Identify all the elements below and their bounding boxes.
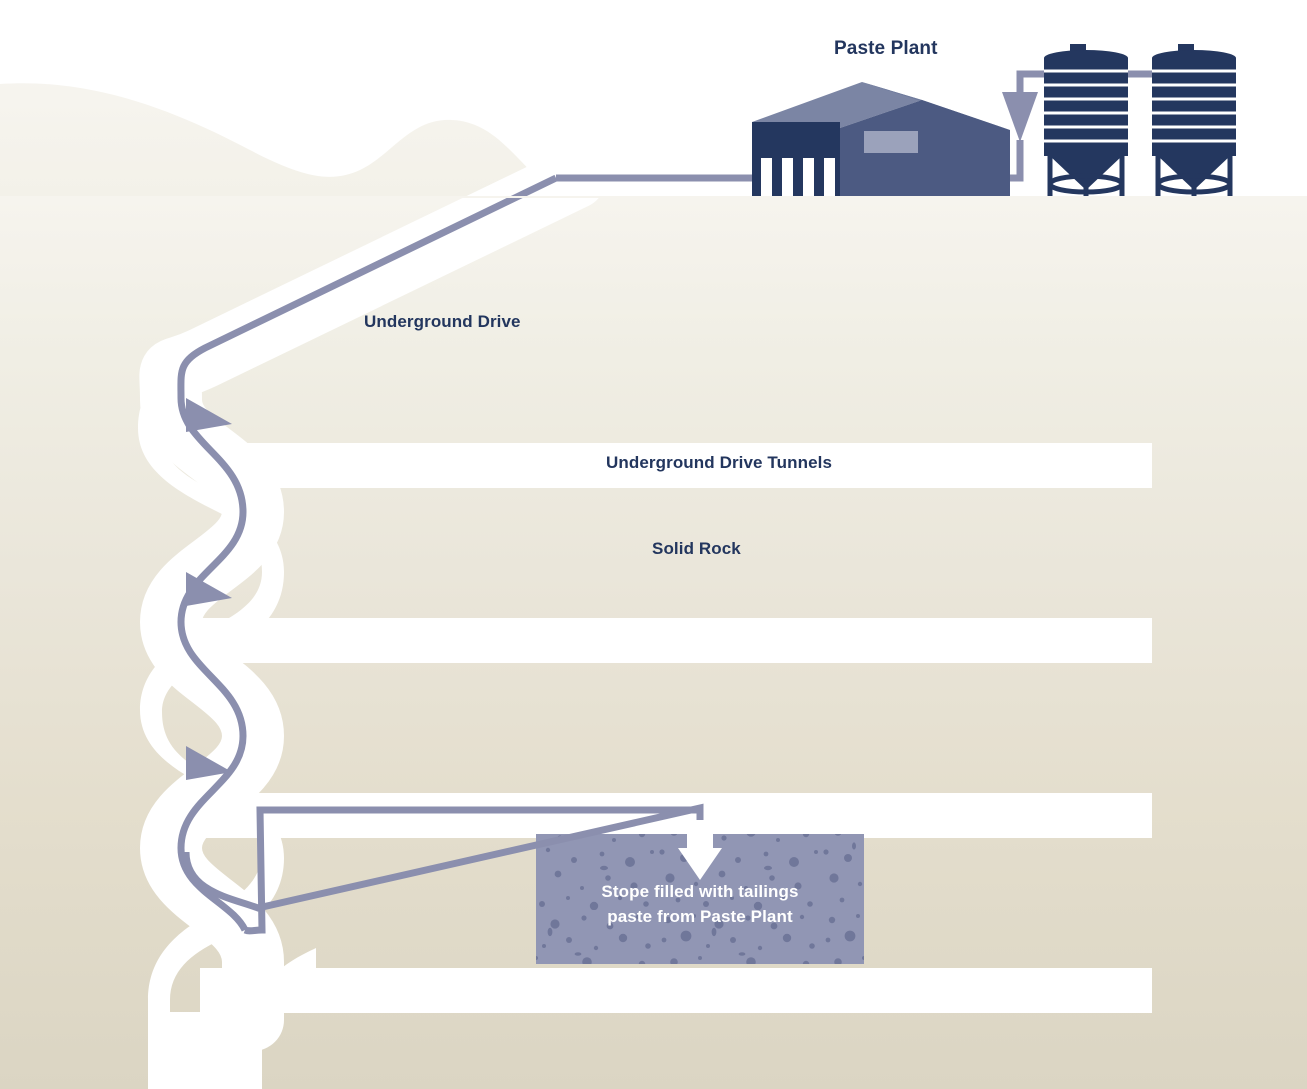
decline-arrow-1	[186, 398, 232, 432]
silo-right-rings	[1152, 69, 1236, 143]
silo-right	[1152, 44, 1236, 196]
pipe-decline-run	[177, 174, 558, 932]
decline-arrow-2	[186, 572, 232, 606]
silo-right-legs	[1155, 156, 1233, 196]
pipe-stope-horizontal	[182, 803, 704, 912]
label-stope-line1: Stope filled with tailings	[601, 882, 799, 901]
silo-left-rings	[1044, 69, 1128, 143]
stope-fill-arrow	[678, 820, 722, 880]
label-underground-drive-tunnels: Underground Drive Tunnels	[606, 453, 833, 472]
tunnel-band-4	[200, 968, 1152, 1013]
label-stope-line2: paste from Paste Plant	[607, 907, 793, 926]
hill-silhouette	[0, 83, 560, 196]
silo-right-cap	[1178, 44, 1194, 54]
decline-corridor	[139, 147, 606, 1051]
underground-void-network	[138, 147, 1152, 1089]
label-underground-drive: Underground Drive	[364, 312, 521, 331]
tunnel-junction-fillets	[200, 443, 280, 1013]
plant-body-gable	[840, 100, 1010, 196]
plant-door-bays	[761, 158, 835, 196]
label-stope: Stope filled with tailings paste from Pa…	[536, 879, 864, 929]
decline-arrow-3	[186, 746, 232, 780]
label-paste-plant: Paste Plant	[834, 38, 938, 59]
pipe-plant-return	[556, 140, 1024, 182]
plant-window	[864, 131, 918, 153]
silo-feed-arrow	[1002, 92, 1038, 142]
tunnel-band-2	[200, 618, 1152, 663]
tunnel-band-1	[200, 443, 1152, 488]
silo-left-legs	[1047, 156, 1125, 196]
paste-plant-building	[752, 82, 1010, 196]
label-solid-rock: Solid Rock	[652, 539, 741, 558]
pipe-stope-run	[243, 806, 704, 935]
silo-left-cap	[1070, 44, 1086, 54]
silo-left	[1044, 44, 1128, 196]
pipeline-arrowheads	[186, 92, 1038, 780]
ground-line	[0, 196, 1307, 198]
plant-roof	[752, 82, 922, 128]
